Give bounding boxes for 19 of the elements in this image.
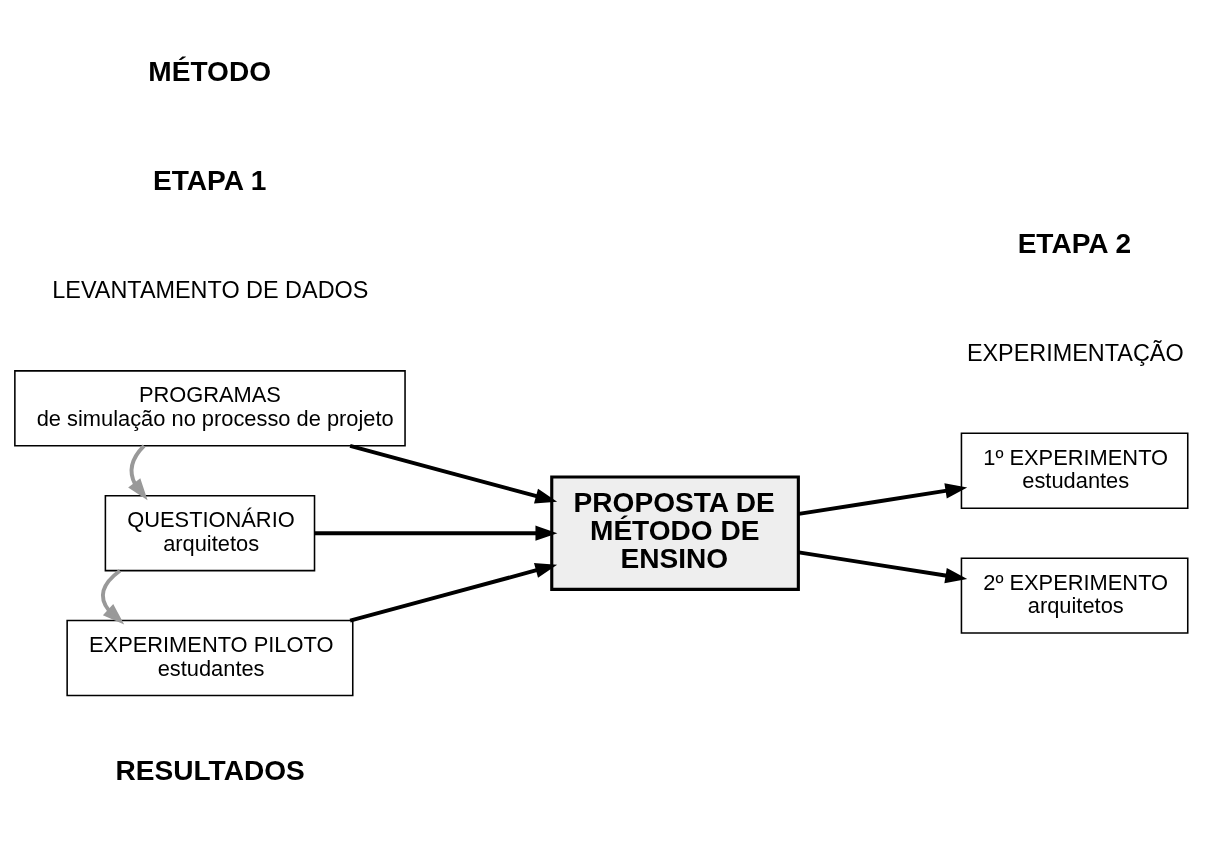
label: ETAPA 2: [1017, 227, 1132, 259]
arrow: [798, 483, 968, 516]
node-box: EXPERIMENTO PILOTO estudantes: [66, 619, 354, 697]
node-box: 1º EXPERIMENTO estudantes: [960, 432, 1189, 509]
label: ETAPA 1: [152, 165, 267, 197]
label: RESULTADOS: [115, 755, 305, 787]
node-box: PROGRAMAS de simulação no processo de projeto: [14, 370, 406, 447]
label: EXPERIMENTAÇÃO: [966, 339, 1184, 366]
arrow: [349, 443, 558, 504]
arrow: [128, 444, 148, 501]
label: MÉTODO: [148, 56, 272, 88]
node-box: 2º EXPERIMENTO arquitetos: [960, 557, 1189, 634]
node-box: PROPOSTA DE MÉTODO DE ENSINO: [550, 475, 800, 591]
arrow: [100, 569, 125, 625]
arrow: [798, 550, 968, 584]
label: LEVANTAMENTO DE DADOS: [52, 277, 369, 304]
arrow: [349, 562, 558, 623]
node-box: QUESTIONÁRIO arquitetos: [104, 494, 316, 572]
arrow: [314, 525, 558, 541]
